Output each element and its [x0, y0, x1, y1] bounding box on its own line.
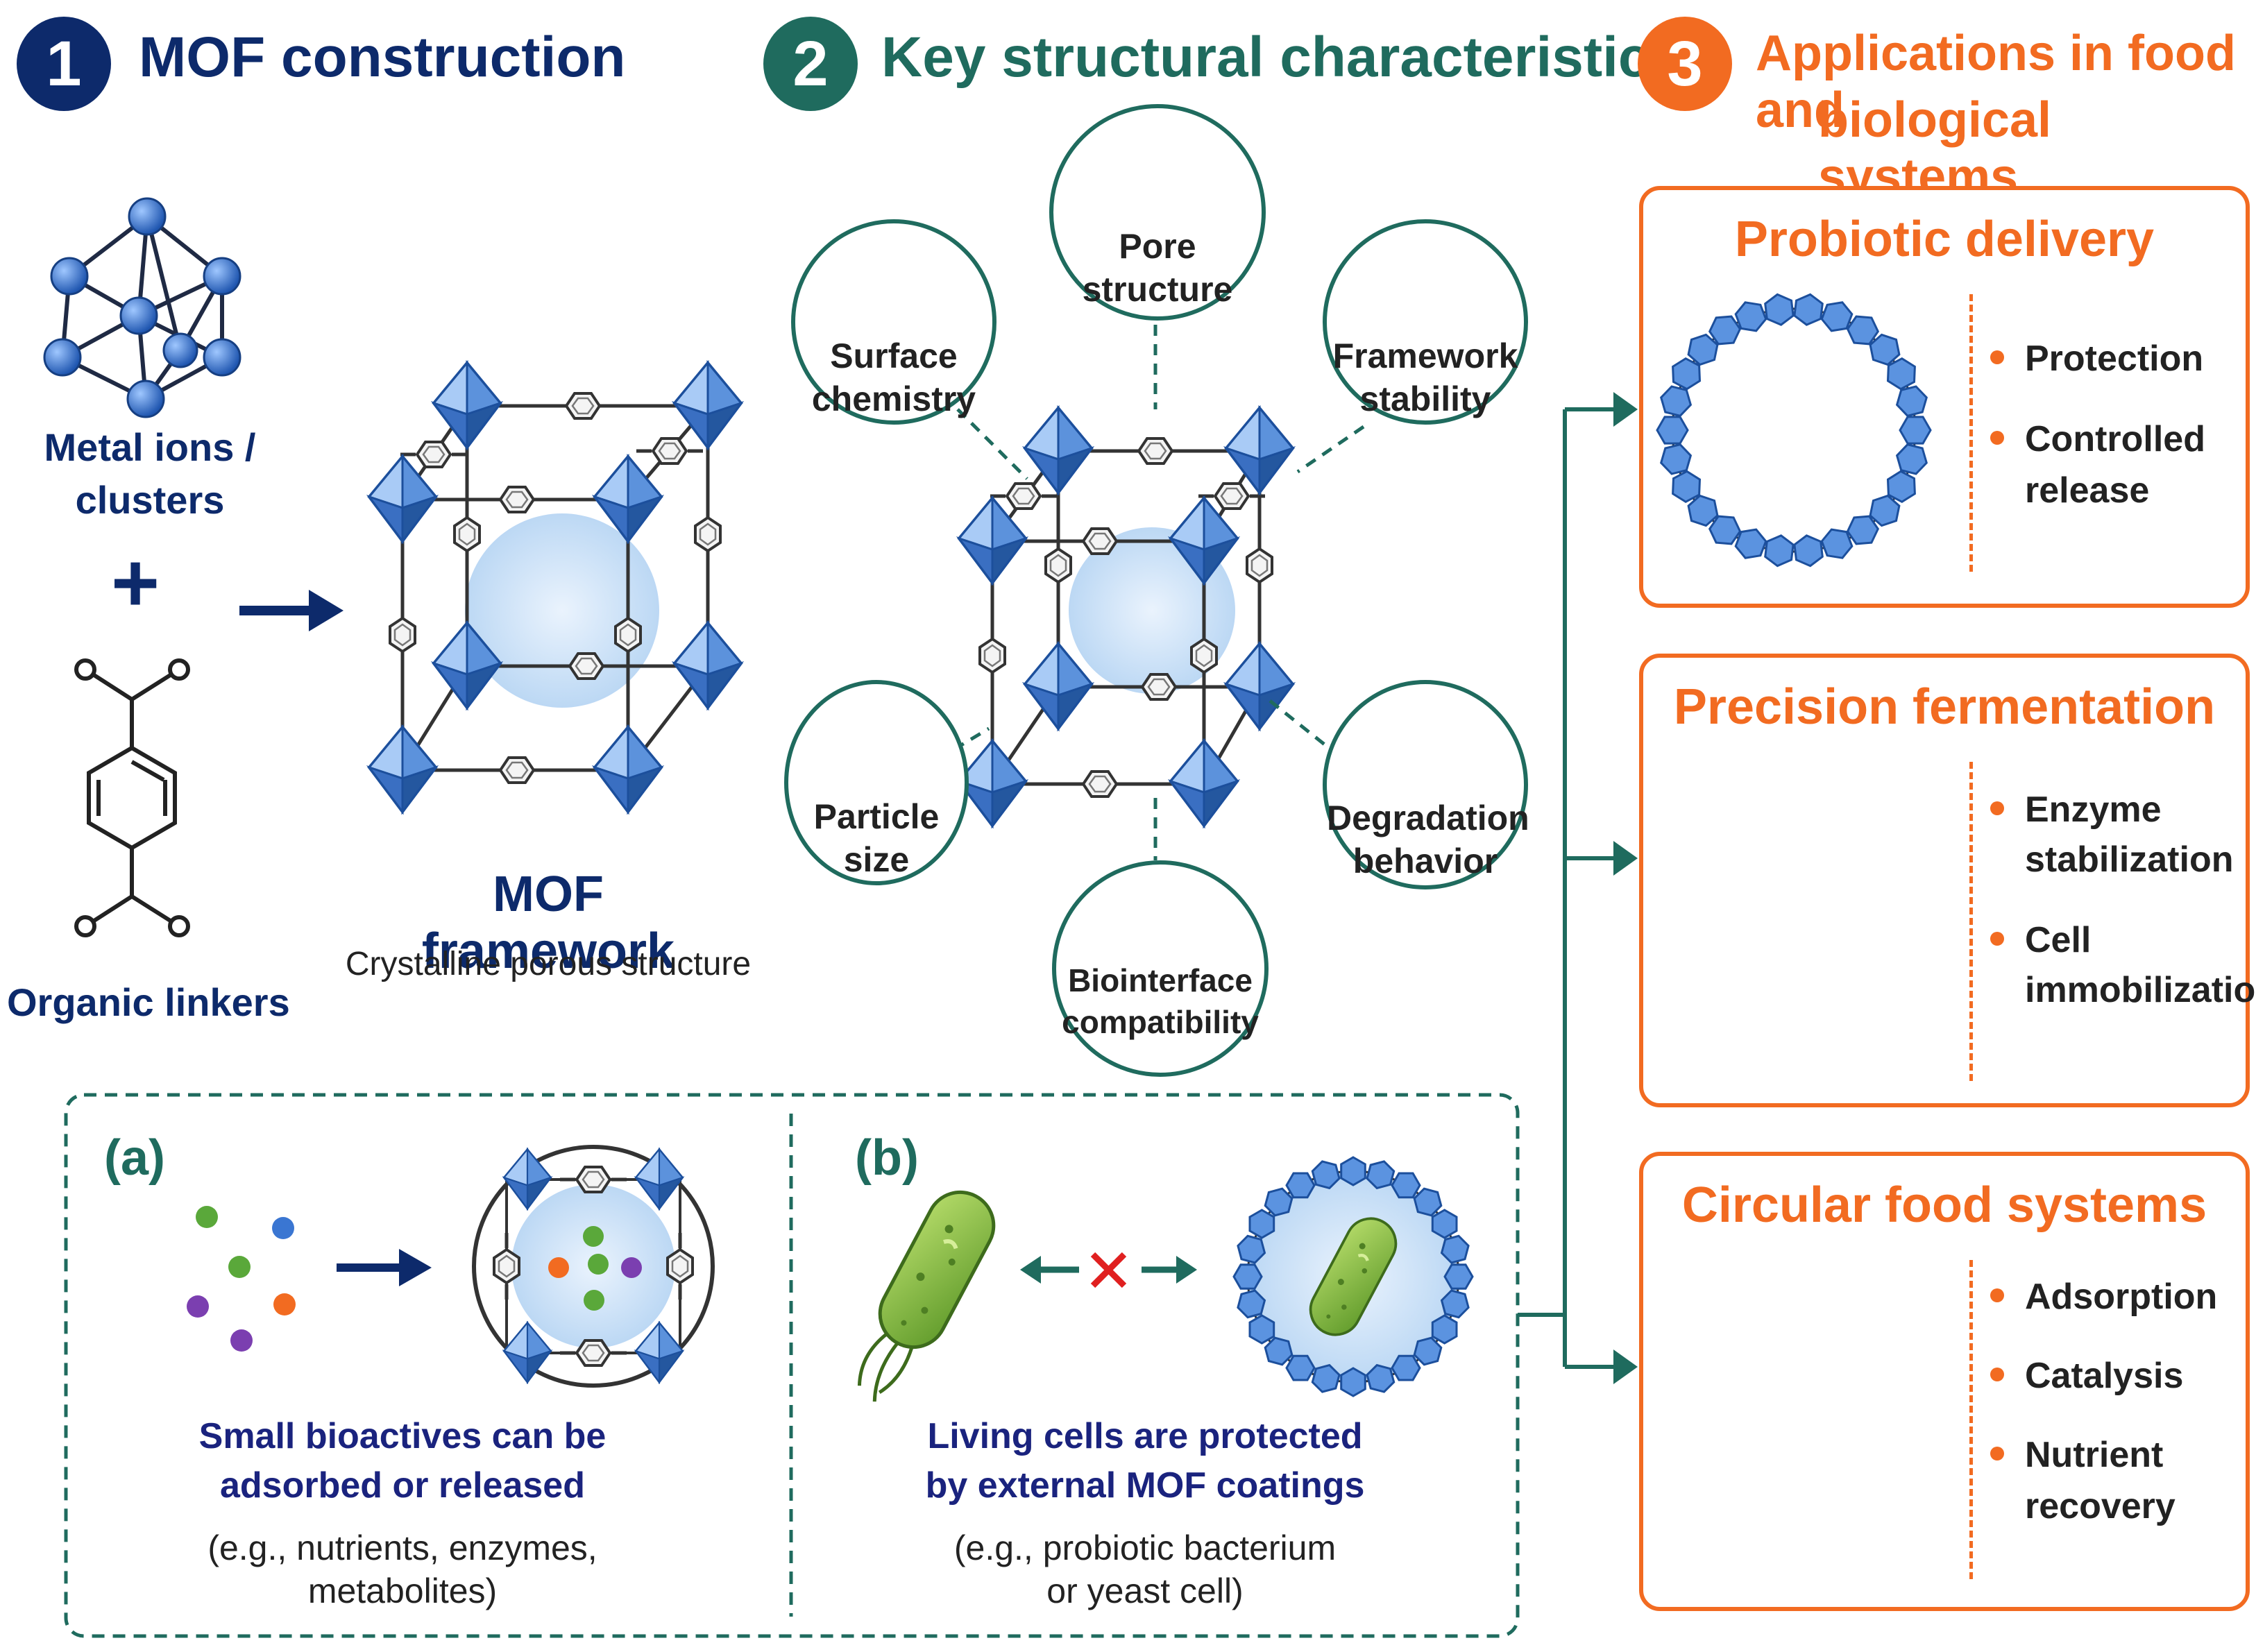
bacterium-icon — [857, 1181, 1006, 1402]
panel-b-sub-1: (e.g., probiotic bacterium — [953, 1528, 1337, 1567]
loaded-mof-icon — [472, 1145, 715, 1388]
characteristic-degradation-behavior: Degradation behavior — [1323, 680, 1529, 889]
characteristic-pore-structure: Pore structure — [1049, 104, 1266, 321]
mof-center-icon — [958, 407, 1294, 827]
framework-title: MOF framework — [421, 867, 675, 979]
bullet-item: Adsorption — [1990, 1274, 2217, 1320]
panel-b-sub-2: or yeast cell) — [1046, 1572, 1244, 1610]
characteristic-framework-stability: Framework stability — [1323, 219, 1528, 425]
metal-label-1: Metal ions / — [44, 425, 256, 469]
framework-subtitle: Crystalline porous structure — [345, 946, 752, 982]
panel-a-label: (a) — [104, 1130, 165, 1186]
panel-b-label: (b) — [855, 1130, 919, 1186]
plus-sign: + — [111, 536, 160, 629]
section-3-title-line1: Applications in food and — [1756, 26, 2236, 138]
characteristic-biointerface-compatibility: Biointerface compatibility — [1052, 860, 1269, 1077]
characteristic-surface-chemistry: Surface chemistry — [791, 219, 996, 425]
panel-a-caption-2: adsorbed or released — [220, 1465, 585, 1506]
panel-a-caption-1: Small bioactives can be — [198, 1416, 607, 1456]
panel-a-sub-1: (e.g., nutrients, enzymes, — [207, 1528, 597, 1567]
panel-b-caption-2: by external MOF coatings — [925, 1465, 1365, 1506]
section-1-number: 1 — [17, 17, 111, 111]
arrow-icon — [337, 1249, 432, 1286]
organic-linker-icon — [74, 658, 190, 937]
bottom-panel — [64, 1093, 1520, 1638]
bullet-item-cont: recovery — [2025, 1486, 2176, 1526]
card-title: Precision fermentation — [1673, 679, 2216, 735]
coated-cell-icon — [1249, 1173, 1457, 1381]
bullet-item: Protection — [1990, 336, 2203, 382]
blocked-arrows-icon — [1020, 1252, 1197, 1288]
card-probiotic-delivery: Probiotic delivery Protection Controlled… — [1639, 186, 2250, 608]
characteristic-particle-size: Particle size — [784, 680, 969, 885]
section-1-title: MOF construction — [139, 26, 626, 89]
bullet-item: Catalysis — [1990, 1353, 2183, 1399]
bullet-item: Cell — [1990, 917, 2091, 963]
section-2-number: 2 — [763, 17, 858, 111]
bullet-item-cont: immobilization — [2025, 970, 2256, 1010]
panel-b-caption-1: Living cells are protected — [927, 1416, 1363, 1456]
linker-label: Organic linkers — [7, 980, 290, 1024]
app-connector-lines — [1518, 407, 1617, 1369]
metal-cluster-icon — [43, 197, 241, 418]
bullet-item: Enzyme — [1990, 787, 2162, 833]
metal-label-2: clusters — [75, 478, 225, 522]
bullet-item: Controlled — [1990, 416, 2205, 462]
section-2-title: Key structural characteristics — [881, 26, 1682, 89]
card-precision-fermentation: Precision fermentation Enzyme stabilizat… — [1639, 654, 2256, 1107]
bullet-item-cont: stabilization — [2025, 840, 2234, 880]
arrow-icon — [239, 590, 344, 631]
card-circular-food-systems: Circular food systems Adsorption Catalys… — [1639, 1152, 2250, 1611]
card-title: Probiotic delivery — [1734, 212, 2155, 267]
section-3-number: 3 — [1638, 17, 1732, 111]
card-title: Circular food systems — [1681, 1177, 2207, 1233]
bullet-item: Nutrient — [1990, 1432, 2163, 1478]
bioactives-icon — [187, 1206, 296, 1352]
panel-a-sub-2: metabolites) — [307, 1572, 498, 1610]
mof-framework-icon — [368, 361, 743, 813]
bullet-item-cont: release — [2025, 470, 2150, 511]
